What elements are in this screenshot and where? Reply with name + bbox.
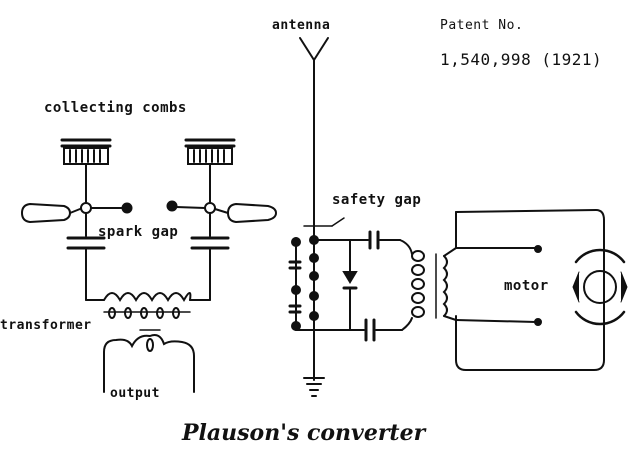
- right-rotor: [166, 200, 278, 237]
- resonant-circuit: [313, 230, 413, 342]
- safety-gap-label: safety gap: [332, 192, 422, 208]
- left-collecting-comb: [60, 138, 112, 203]
- right-collecting-comb: [184, 138, 236, 203]
- transformer-label: transformer: [0, 318, 92, 333]
- patent-number-value: 1,540,998 (1921): [440, 50, 603, 69]
- left-rotor: [20, 202, 133, 237]
- antenna-label: antenna: [272, 18, 331, 33]
- motor-symbol: [572, 248, 628, 326]
- antenna-symbol: [299, 37, 329, 233]
- safety-gap-ladder: [288, 217, 345, 381]
- right-capacitor: [189, 236, 230, 301]
- coupling-transformer: [411, 250, 448, 319]
- output-label: output: [110, 386, 160, 401]
- output-secondary-coil: [103, 329, 195, 393]
- transformer-primary-coil: [103, 292, 192, 319]
- left-capacitor: [66, 236, 106, 301]
- spark-gap-label: spark gap: [98, 224, 179, 240]
- patent-number-label: Patent No.: [440, 18, 524, 33]
- ground-symbol: [303, 329, 325, 397]
- motor-circuit: [443, 208, 605, 371]
- diagram-caption: Plauson's converter: [182, 420, 426, 446]
- collecting-combs-label: collecting combs: [44, 100, 187, 116]
- motor-label: motor: [504, 278, 549, 294]
